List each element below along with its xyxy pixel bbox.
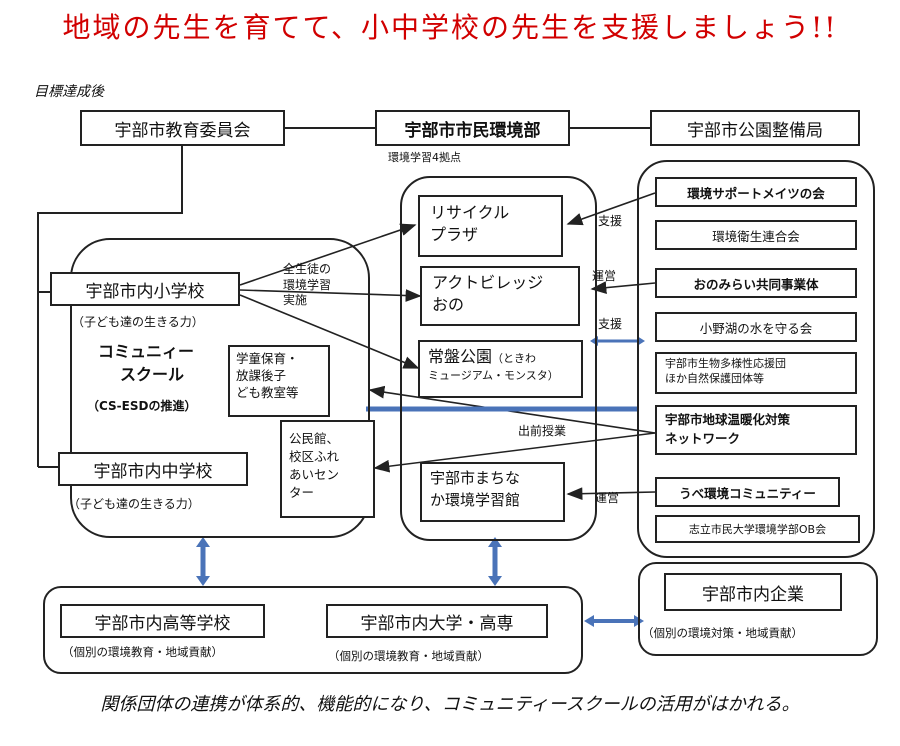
community-school-line1: コミュニィー <box>98 342 195 361</box>
org-ube-env-community: うべ環境コミュニティー <box>655 477 840 507</box>
hall-line4: ター <box>289 485 315 501</box>
university-box: 宇部市内大学・高専 <box>326 604 548 638</box>
operate-label-2: 運営 <box>595 491 620 505</box>
tokiwa-sub2: ミュージアム・モンスタ） <box>428 369 559 383</box>
tokiwa-label: 常盤公園 <box>428 347 493 366</box>
machinaka-line1: 宇部市まちな <box>430 469 521 487</box>
all-students-line1: 全生徒の <box>283 262 332 276</box>
recycle-line2: プラザ <box>430 225 479 245</box>
org-sanitation: 環境衛生連合会 <box>655 220 857 250</box>
community-hall-box: 公民館、 校区ふれ あいセン ター <box>280 420 375 518</box>
highschool-label: 宇部市内高等学校 <box>94 613 231 634</box>
hall-line2: 校区ふれ <box>289 449 340 465</box>
orgs-container <box>637 160 875 558</box>
afterschool-box: 学童保育・ 放課後子 ども教室等 <box>228 345 330 417</box>
junior-sub: （子ども達の生きる力） <box>68 497 200 511</box>
companies-label: 宇部市内企業 <box>702 584 804 605</box>
high-school-box: 宇部市内高等学校 <box>60 604 265 638</box>
recycle-plaza-box: リサイクル プラザ <box>418 195 563 257</box>
footer-summary: 関係団体の連携が体系的、機能的になり、コミュニティースクールの活用がはかれる。 <box>100 694 800 715</box>
env-dept-label: 宇部市市民環境部 <box>404 120 541 141</box>
all-students-line3: 実施 <box>283 293 308 308</box>
junior-label: 宇部市内中学校 <box>93 461 213 482</box>
university-sub: （個別の環境教育・地域貢献） <box>328 649 489 663</box>
goal-label: 目標達成後 <box>34 84 104 100</box>
env-dept-box: 宇部市市民環境部 <box>375 110 570 146</box>
university-label: 宇部市内大学・高専 <box>360 613 514 634</box>
org-9: 志立市民大学環境学部OB会 <box>688 523 827 536</box>
parks-label: 宇部市公園整備局 <box>687 120 823 141</box>
support-label-2: 支援 <box>598 317 623 331</box>
tokiwa-park-box: 常盤公園（ときわ ミュージアム・モンスタ） <box>418 340 583 398</box>
hubs-container <box>400 176 597 541</box>
elementary-school-box: 宇部市内小学校 <box>50 272 240 306</box>
community-school-line3: （CS-ESDの推進） <box>87 399 197 413</box>
school-group-container <box>70 238 370 538</box>
board-of-education-box: 宇部市教育委員会 <box>80 110 285 146</box>
machinaka-box: 宇部市まちな か環境学習館 <box>420 462 565 522</box>
org-2: おのみらい共同事業体 <box>693 276 819 292</box>
hall-line3: あいセン <box>289 467 340 483</box>
org-4: 宇部市生物多様性応援団 <box>665 357 786 370</box>
machinaka-line2: か環境学習館 <box>430 490 521 509</box>
org-5: ほか自然保護団体等 <box>665 371 764 385</box>
operate-label-1: 運営 <box>592 269 617 283</box>
recycle-line1: リサイクル <box>430 203 510 222</box>
org-6: 宇部市地球温暖化対策 <box>665 412 791 427</box>
outreach-label: 出前授業 <box>518 424 567 438</box>
tokiwa-sub: （ときわ <box>492 352 537 365</box>
org-support-mates: 環境サポートメイツの会 <box>655 177 857 207</box>
afterschool-line1: 学童保育・ <box>236 351 299 366</box>
elementary-label: 宇部市内小学校 <box>85 281 205 302</box>
org-3: 小野湖の水を守る会 <box>699 320 813 336</box>
higher-ed-container <box>43 586 583 674</box>
all-students-line2: 環境学習 <box>283 277 332 292</box>
org-ono-lake: 小野湖の水を守る会 <box>655 312 857 342</box>
hall-line1: 公民館、 <box>289 431 340 446</box>
support-label-1: 支援 <box>598 214 623 228</box>
highschool-sub: （個別の環境教育・地域貢献） <box>62 645 223 659</box>
elementary-sub: （子ども達の生きる力） <box>72 315 204 329</box>
board-label: 宇部市教育委員会 <box>114 120 251 141</box>
village-line2: おの <box>432 295 465 315</box>
companies-container <box>638 562 878 656</box>
org-0: 環境サポートメイツの会 <box>687 185 825 201</box>
afterschool-line2: 放課後子 <box>236 367 287 383</box>
companies-sub: （個別の環境対策・地域貢献） <box>642 626 803 640</box>
org-onomirai: おのみらい共同事業体 <box>655 268 857 298</box>
org-7: ネットワーク <box>665 430 741 446</box>
junior-high-box: 宇部市内中学校 <box>58 452 248 486</box>
env-note: 環境学習4拠点 <box>388 151 461 164</box>
org-climate-network: 宇部市地球温暖化対策 ネットワーク <box>655 405 857 455</box>
parks-box: 宇部市公園整備局 <box>650 110 860 146</box>
act-village-box: アクトビレッジ おの <box>420 266 580 326</box>
org-1: 環境衛生連合会 <box>712 228 800 244</box>
page-heading: 地域の先生を育てて、小中学校の先生を支援しましょう!! <box>62 11 838 44</box>
org-8: うべ環境コミュニティー <box>679 485 816 501</box>
village-line1: アクトビレッジ <box>432 273 544 292</box>
companies-box: 宇部市内企業 <box>664 573 842 611</box>
org-citizen-university: 志立市民大学環境学部OB会 <box>655 515 860 543</box>
org-biodiversity: 宇部市生物多様性応援団 ほか自然保護団体等 <box>655 352 857 394</box>
all-students-label: 全生徒の 環境学習 実施 <box>283 262 331 309</box>
community-school-line2: スクール <box>120 365 185 384</box>
afterschool-line3: ども教室等 <box>236 384 299 400</box>
